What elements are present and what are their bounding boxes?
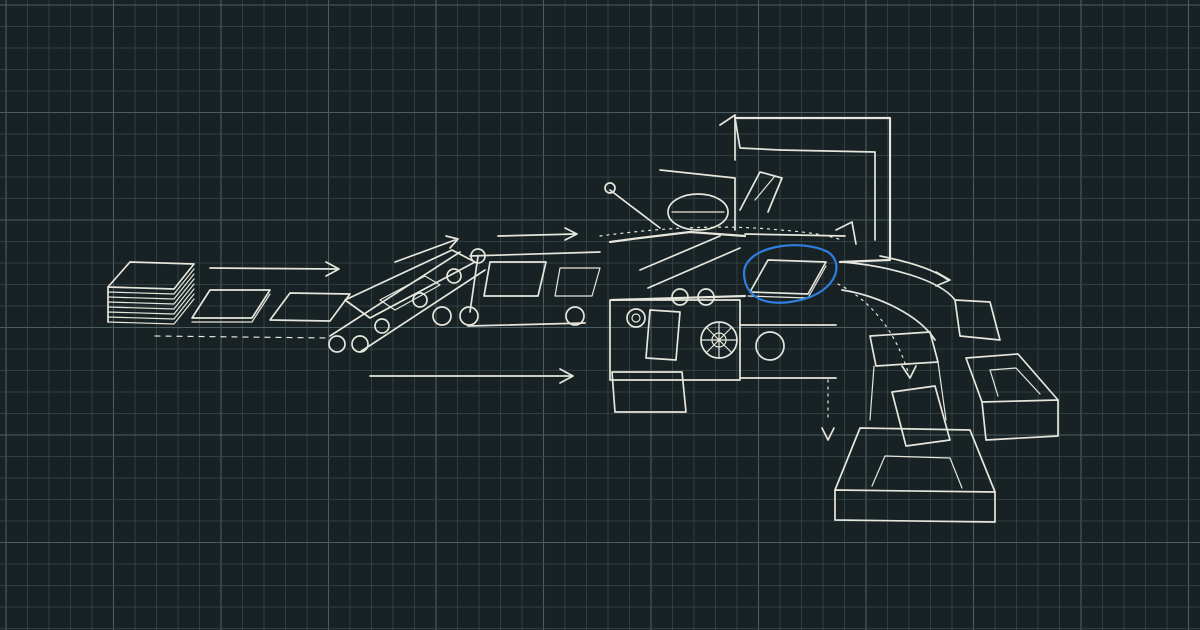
arrow-icon xyxy=(901,365,917,379)
arrow-icon xyxy=(209,261,340,277)
sheet-icon xyxy=(191,289,351,323)
bin-icon xyxy=(965,353,1059,441)
sheet-icon xyxy=(742,244,838,304)
stacked-sheets-icon xyxy=(107,261,195,325)
conveyor-icon xyxy=(328,235,486,353)
dashed-guide-line xyxy=(154,335,331,339)
arrow-icon xyxy=(821,427,835,441)
arrow-icon xyxy=(369,368,574,384)
chute-icon xyxy=(841,255,1001,341)
hopper-icon xyxy=(733,116,892,264)
bin-icon xyxy=(869,331,947,421)
highlight-circle xyxy=(742,244,838,304)
bin-icon xyxy=(834,385,996,523)
roller-icon xyxy=(604,114,837,413)
dotted-flow-line xyxy=(599,226,843,241)
conveyor-icon xyxy=(432,227,601,327)
